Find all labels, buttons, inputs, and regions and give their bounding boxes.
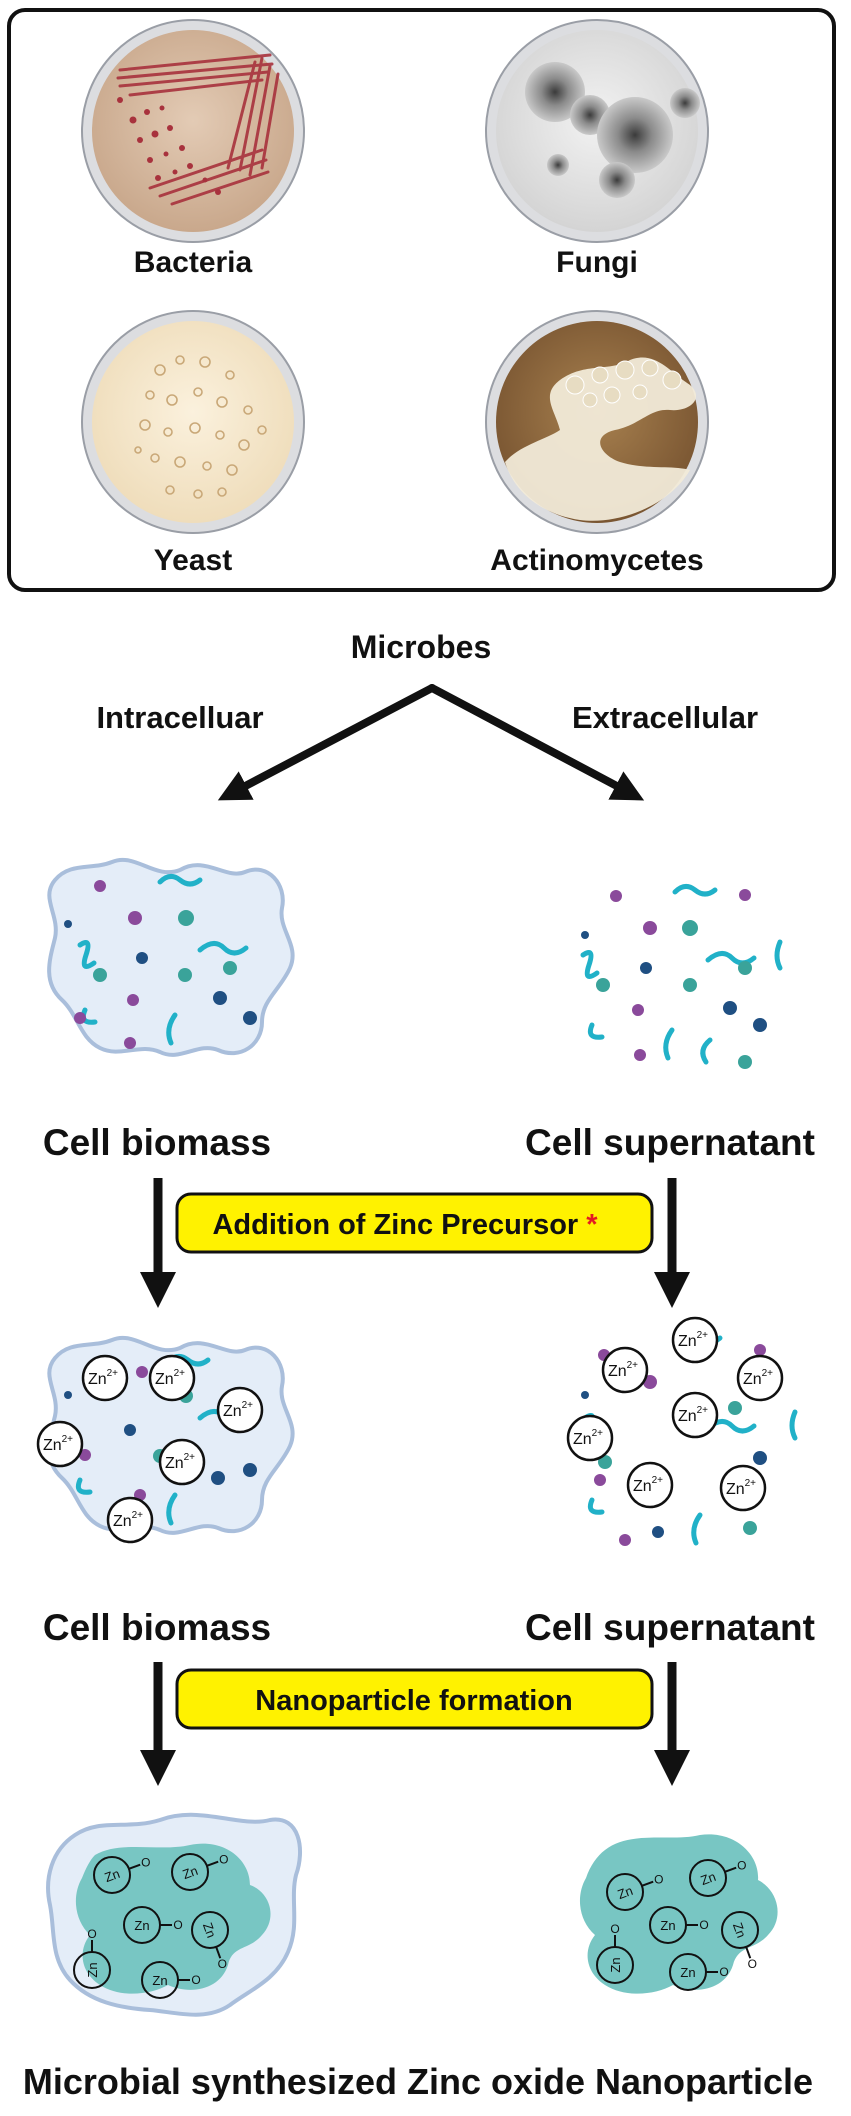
svg-text:Zn2+: Zn2+ — [223, 1400, 253, 1420]
zinc-oxide-atom: Zn O — [123, 1906, 183, 1944]
zinc-oxide-atom: Zn O — [73, 1927, 111, 1989]
actinomycetes-dish — [485, 310, 709, 534]
zinc-ion: Zn2+ — [626, 1461, 674, 1509]
svg-text:O: O — [737, 1859, 746, 1873]
svg-text:O: O — [654, 1873, 663, 1887]
zinc-precursor-label: Addition of Zinc Precursor — [212, 1209, 578, 1241]
intracellular-cell-biomass — [47, 857, 295, 1057]
zinc-oxide-atom: Zn O — [93, 1856, 151, 1894]
cell-supernatant-label-2: Cell supernatant — [525, 1607, 815, 1648]
zinc-oxide-atom: Zn O — [171, 1853, 229, 1891]
zinc-ion: Zn2+ — [36, 1420, 84, 1468]
extracellular-label: Extracellular — [572, 700, 758, 735]
intracellular-biomass-with-zinc: Zn2+ Zn2+ Zn2+ Zn2+ Zn2+ Zn2+ — [36, 1335, 295, 1544]
svg-text:O: O — [218, 1957, 227, 1971]
branch-arrows — [217, 684, 645, 801]
zinc-oxide-atom: ZnO — [721, 1911, 759, 1971]
zinc-ion: Zn2+ — [736, 1354, 784, 1402]
zinc-ion: Zn2+ — [671, 1391, 719, 1439]
svg-text:Zn2+: Zn2+ — [43, 1434, 73, 1454]
svg-text:Zn: Zn — [134, 1918, 149, 1933]
svg-text:O: O — [191, 1973, 200, 1987]
svg-text:O: O — [699, 1918, 708, 1932]
svg-text:Zn2+: Zn2+ — [165, 1452, 195, 1472]
cell-supernatant-label-1: Cell supernatant — [525, 1122, 815, 1163]
svg-text:O: O — [610, 1922, 619, 1936]
fungi-dish — [485, 19, 709, 243]
svg-text:Zn: Zn — [680, 1965, 695, 1980]
zinc-precursor-text: Addition of Zinc Precursor* — [212, 1209, 598, 1241]
svg-text:Zn: Zn — [608, 1957, 623, 1972]
svg-text:Zn: Zn — [152, 1973, 167, 1988]
zinc-ion: Zn2+ — [106, 1496, 154, 1544]
svg-text:O: O — [219, 1853, 228, 1867]
svg-text:Zn: Zn — [698, 1869, 717, 1888]
bacteria-label: Bacteria — [134, 246, 253, 279]
svg-text:Zn2+: Zn2+ — [608, 1360, 638, 1380]
zinc-ion: Zn2+ — [158, 1438, 206, 1486]
svg-text:Zn2+: Zn2+ — [743, 1368, 773, 1388]
svg-text:Zn: Zn — [85, 1962, 100, 1977]
yeast-dish — [81, 310, 305, 534]
yeast-label: Yeast — [154, 544, 232, 577]
zinc-ion: Zn2+ — [81, 1354, 129, 1402]
actinomycetes-label: Actinomycetes — [490, 544, 703, 577]
zinc-ion: Zn2+ — [566, 1414, 614, 1462]
svg-text:Zn: Zn — [615, 1883, 634, 1902]
svg-text:Zn: Zn — [660, 1918, 675, 1933]
zinc-ion: Zn2+ — [719, 1464, 767, 1512]
nanoparticle-formation-label: Nanoparticle formation — [255, 1685, 572, 1717]
asterisk-marker: * — [586, 1209, 598, 1241]
nanoparticle-formation-callout — [175, 1668, 654, 1730]
step2-arrows — [140, 1662, 690, 1786]
zinc-precursor-callout — [175, 1192, 654, 1254]
zinc-ion: Zn2+ — [216, 1386, 264, 1434]
svg-text:Zn2+: Zn2+ — [113, 1510, 143, 1530]
svg-text:Zn: Zn — [200, 1920, 219, 1939]
svg-text:Zn2+: Zn2+ — [155, 1368, 185, 1388]
zinc-ion: Zn2+ — [601, 1346, 649, 1394]
zinc-ion: Zn2+ — [148, 1354, 196, 1402]
svg-text:Zn2+: Zn2+ — [678, 1330, 708, 1350]
svg-text:Zn2+: Zn2+ — [88, 1368, 118, 1388]
svg-text:Zn2+: Zn2+ — [633, 1475, 663, 1495]
svg-text:Zn2+: Zn2+ — [726, 1478, 756, 1498]
svg-text:Zn: Zn — [180, 1863, 199, 1882]
step1-arrows — [140, 1178, 690, 1308]
zinc-oxide-atom: Zn O — [649, 1906, 709, 1944]
extracellular-cell-supernatant — [580, 884, 783, 1069]
svg-text:Zn: Zn — [102, 1866, 121, 1885]
zinc-oxide-atom: Zn O — [669, 1953, 729, 1991]
svg-text:O: O — [87, 1927, 96, 1941]
intracellular-label: Intracelluar — [96, 700, 263, 735]
svg-text:O: O — [719, 1965, 728, 1979]
svg-text:Zn2+: Zn2+ — [573, 1428, 603, 1448]
fungi-label: Fungi — [556, 246, 638, 279]
bacteria-dish — [81, 19, 305, 243]
zinc-oxide-atom: Zn O — [689, 1859, 747, 1897]
svg-text:O: O — [173, 1918, 182, 1932]
zinc-oxide-atom: Zn O — [596, 1922, 634, 1984]
svg-text:O: O — [141, 1856, 150, 1870]
microbes-label: Microbes — [351, 629, 491, 665]
final-product-label: Microbial synthesized Zinc oxide Nanopar… — [23, 2061, 813, 2102]
extracellular-supernatant-with-zinc: Zn2+ Zn2+ Zn2+ Zn2+ Zn2+ Zn2+ Zn2+ — [566, 1316, 798, 1546]
zinc-oxide-atom: Zn O — [141, 1961, 201, 1999]
svg-text:Zn: Zn — [730, 1920, 749, 1939]
cell-biomass-label-1: Cell biomass — [43, 1122, 271, 1163]
zinc-oxide-atom: ZnO — [191, 1911, 229, 1971]
zinc-ion: Zn2+ — [671, 1316, 719, 1364]
cell-biomass-label-2: Cell biomass — [43, 1607, 271, 1648]
svg-text:Zn2+: Zn2+ — [678, 1405, 708, 1425]
zinc-oxide-atom: Zn O — [606, 1873, 664, 1911]
svg-text:O: O — [748, 1957, 757, 1971]
